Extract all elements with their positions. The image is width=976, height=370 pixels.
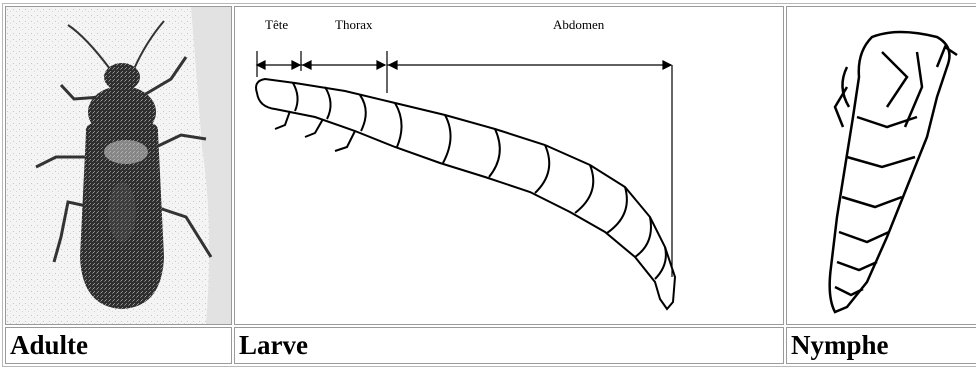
larva-label: Larve — [234, 327, 784, 364]
abdomen-label: Abdomen — [553, 17, 605, 32]
adult-label: Adulte — [5, 327, 232, 364]
head-label: Tête — [265, 17, 288, 32]
adult-image-cell — [5, 6, 232, 325]
image-row: Tête Thorax Abdomen — [5, 6, 976, 325]
pupa-label: Nymphe — [786, 327, 976, 364]
larva-diagram-image: Tête Thorax Abdomen — [235, 7, 783, 324]
thorax-label: Thorax — [335, 17, 373, 32]
adult-beetle-image — [6, 7, 231, 324]
larva-image-cell: Tête Thorax Abdomen — [234, 6, 784, 325]
label-row: Adulte Larve Nymphe — [5, 327, 976, 364]
pupa-image-cell — [786, 6, 976, 325]
pupa-drawing-image — [787, 7, 976, 324]
life-stages-table: Tête Thorax Abdomen — [2, 3, 976, 367]
